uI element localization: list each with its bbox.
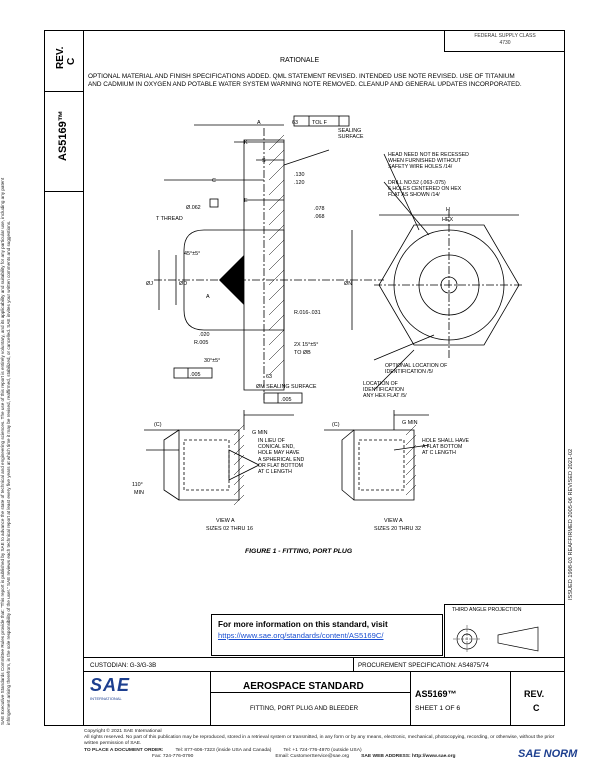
title-rev-value: C [533,703,540,713]
email: Email: CustomerService@sae.org [275,754,350,759]
custodian: CUSTODIAN: G-3/G-3B [90,662,157,669]
left-column: REV. C AS5169™ [44,30,83,726]
note-in-lieu: IN LIEU OF CONICAL END, HOLE MAY HAVE A … [258,438,305,476]
issue-dates: ISSUED 1998-03 REAFFIRMED 2005-06 REVISE… [568,448,574,600]
label-fcf-005: .005 [190,372,201,378]
fax: Fax: 724-776-0790 [152,754,194,759]
procurement: PROCUREMENT SPECIFICATION: AS4875/74 [358,662,489,669]
label-130: .130 [294,172,305,178]
tel-2: Tel: +1 724-776-4970 (outside USA) [283,748,362,753]
label-068: .068 [314,214,325,220]
sae-logo-text: SAE [90,675,131,695]
rationale-text: OPTIONAL MATERIAL AND FINISH SPECIFICATI… [88,73,522,88]
note-opt-loc: OPTIONAL LOCATION OF IDENTIFICATION /5/ [385,363,448,376]
label-078: .078 [314,206,325,212]
title-rev-label: REV. [524,689,545,699]
label-view-a1: VIEW A [216,518,235,524]
title-row-2 [83,671,565,672]
label-63: 63 [292,120,298,126]
note-drill: DRILL NO.52 (.063-.075) 6 HOLES CENTERED… [388,180,462,199]
label-63b: 63 [266,374,272,380]
label-dn: ØN [344,281,352,287]
copyright: Copyright © 2021 SAE International [84,729,162,734]
label-min: MIN [134,490,144,496]
label-c-paren2: (C) [332,422,340,428]
label-g-min: G MIN [252,430,268,436]
note-loc-id: LOCATION OF IDENTIFICATION ANY HEX FLAT … [363,381,407,400]
divider [210,671,211,726]
label-r016: R.016-.031 [294,310,321,316]
divider [353,657,354,671]
sae-logo-sub: INTERNATIONAL [90,696,122,701]
label-dd: ØD [179,281,187,287]
info-title: For more information on this standard, v… [218,620,388,629]
aerospace-standard: AEROSPACE STANDARD [243,681,364,692]
label-a: A [257,120,261,126]
title-doc-number: AS5169™ [415,689,457,699]
side-note: SAE Executive Standards Committee Rules … [0,177,11,725]
note-head: HEAD NEED NOT BE RECESSED WHEN FURNISHED… [388,152,469,171]
label-h: H [446,207,450,213]
note-seal-surface: SEALING SURFACE [338,128,364,141]
title-row-1 [83,657,565,658]
info-box: For more information on this standard, v… [211,614,443,656]
fed-line1: FEDERAL SUPPLY CLASS [474,33,536,39]
label-g-min2: G MIN [402,420,418,426]
third-angle-label: THIRD ANGLE PROJECTION [452,607,522,613]
label-r005: R.005 [194,340,208,346]
label-r020: .020 [199,332,210,338]
label-a2: A [206,294,210,300]
label-fcf-005b: .005 [281,397,292,403]
standard-link[interactable]: https://www.sae.org/standards/content/AS… [218,631,384,640]
plug-body [243,139,285,391]
rights: All rights reserved. No part of this pub… [84,735,555,746]
sae-logo: SAE INTERNATIONAL [90,675,136,709]
label-062: Ø.062 [186,205,201,211]
label-k: K [244,140,248,146]
label-120: .120 [294,180,305,186]
watermark: SAE NORM [518,748,578,760]
footer: Copyright © 2021 SAE International All r… [84,729,564,760]
rev-box: REV. C [45,31,83,92]
divider [510,671,511,726]
label-30: 30°±5° [204,358,220,364]
label-s: S [262,158,266,164]
rev-label: REV. [55,46,66,69]
third-angle-symbol [453,625,539,653]
label-hex: HEX [442,217,453,223]
federal-supply-box: FEDERAL SUPPLY CLASS 4730 [444,30,565,52]
label-c-paren: (C) [154,422,162,428]
label-seal-note: ØM SEALING SURFACE [256,384,317,390]
tel-1: Tel: 877-606-7323 (inside USA and Canada… [175,748,272,753]
page-frame [83,30,565,726]
label-tol: TOL F [312,120,328,126]
fed-line2: 4730 [499,40,511,46]
doc-number-box: AS5169™ [45,91,83,192]
label-t-thread: T THREAD [156,216,183,222]
note-hole-shall: HOLE SHALL HAVE A FLAT BOTTOM AT C LENGT… [422,438,469,457]
label-sizes1: SIZES 02 THRU 16 [206,526,253,532]
sheet-number: SHEET 1 OF 6 [415,705,461,712]
web-address[interactable]: SAE WEB ADDRESS: http://www.sae.org [361,754,456,759]
figure-caption: FIGURE 1 - FITTING, PORT PLUG [245,548,353,555]
divider [210,692,410,693]
label-sizes2: SIZES 20 THRU 32 [374,526,421,532]
order-label: TO PLACE A DOCUMENT ORDER: [84,748,164,753]
label-e: E [244,198,248,204]
rev-value: C [66,57,77,65]
label-chamfer: 2X 15°±5° [294,342,318,348]
label-45: 45°±5° [184,251,200,257]
third-angle-box [444,604,565,657]
label-c: C [212,178,216,184]
divider [410,671,411,726]
doc-title: FITTING, PORT PLUG AND BLEEDER [250,705,359,712]
technical-drawing: A 63 TOL F K S C E .130 .120 .078 .068 Ø… [132,115,524,532]
label-110: 110° [132,482,143,488]
label-view-a2: VIEW A [384,518,403,524]
doc-number-vertical: AS5169™ [57,110,69,161]
label-dj: ØJ [146,281,153,287]
rationale-heading: RATIONALE [280,57,320,64]
label-to-b: TO ØB [294,350,311,356]
